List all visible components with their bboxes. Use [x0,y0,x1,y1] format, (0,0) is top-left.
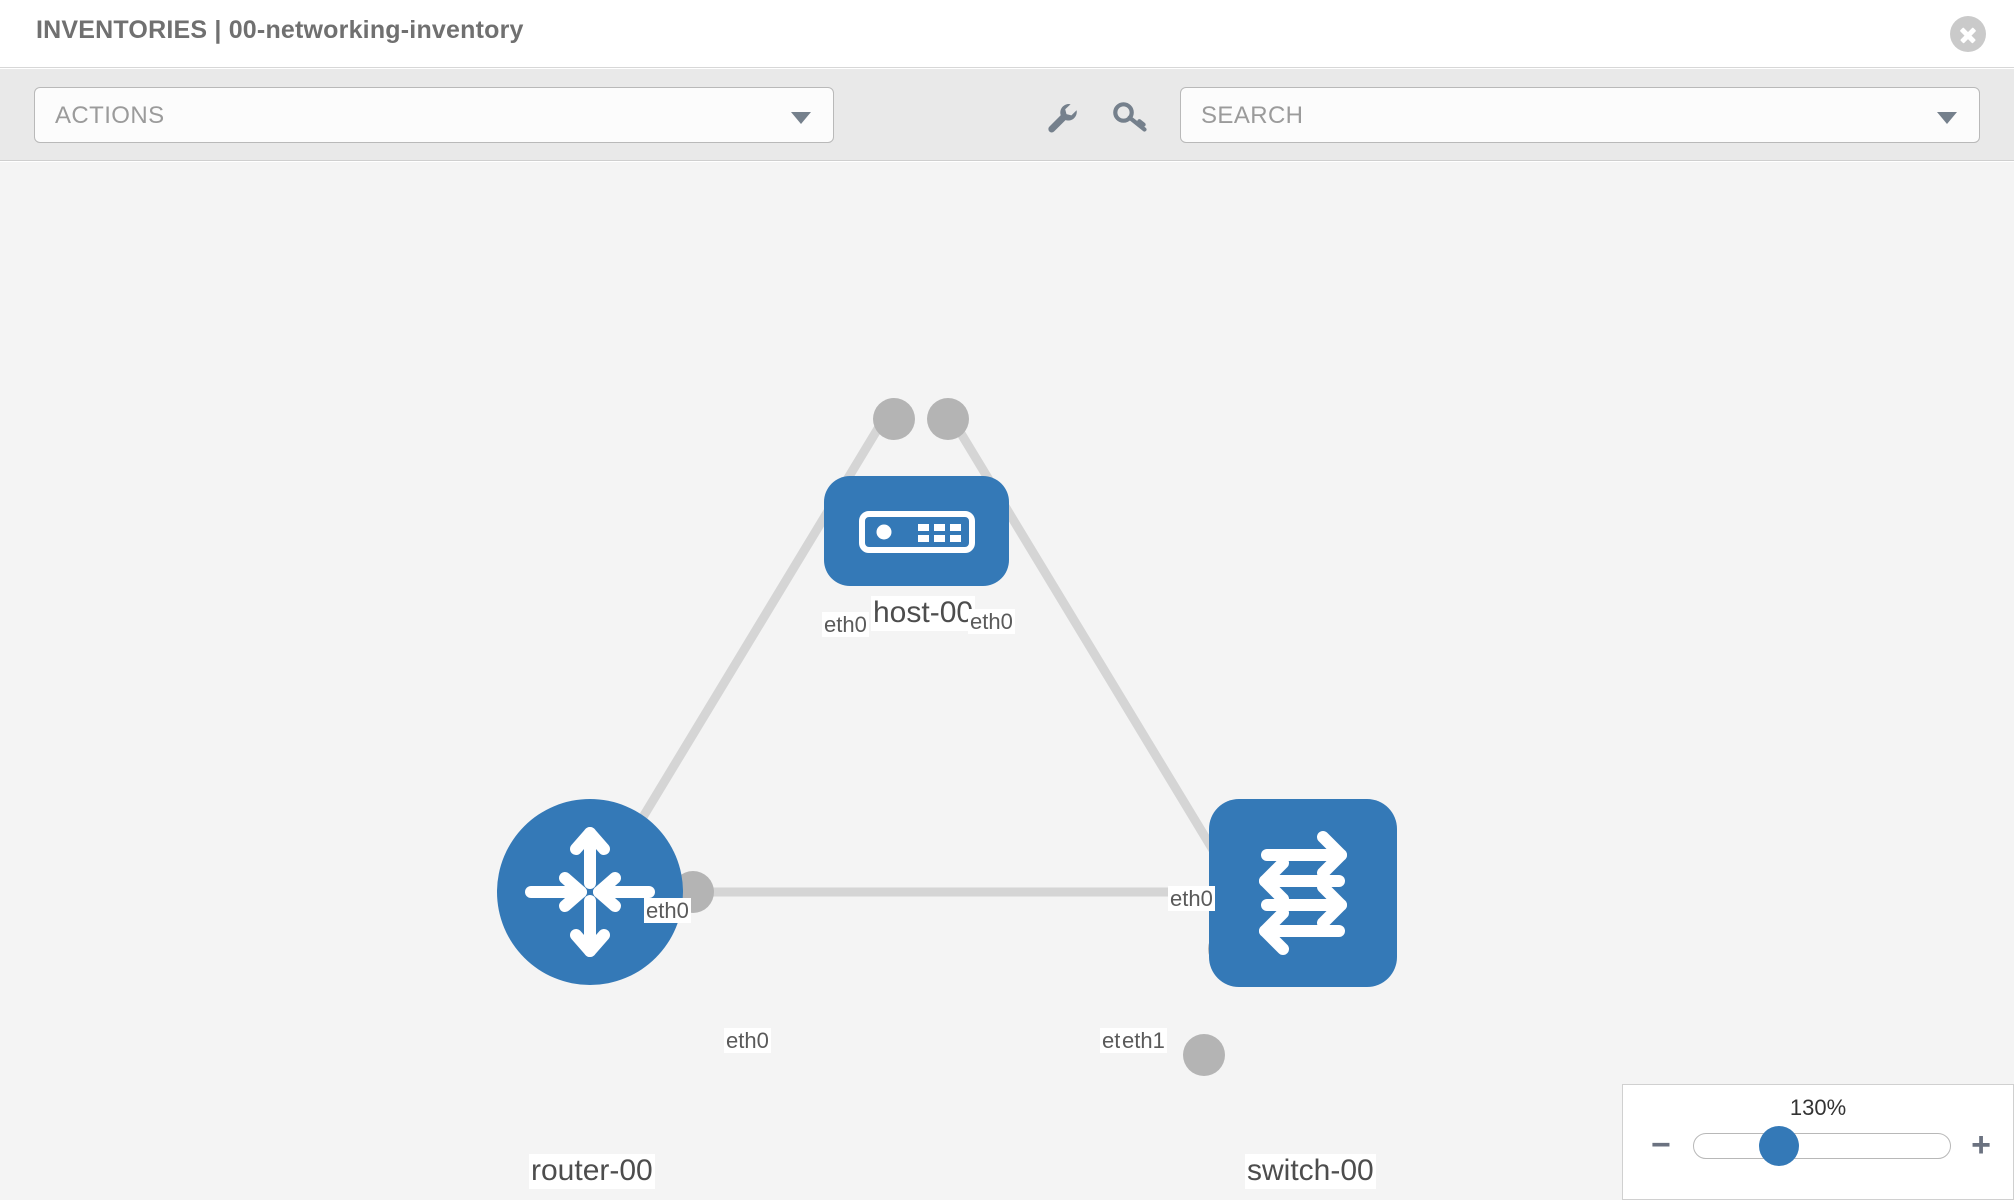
page-title: INVENTORIES | 00-networking-inventory [36,16,524,44]
chevron-down-icon [1937,112,1957,124]
search-input[interactable]: SEARCH [1180,87,1980,143]
zoom-slider-thumb[interactable] [1759,1126,1799,1166]
search-placeholder: SEARCH [1201,102,1304,129]
plus-icon[interactable]: + [1971,1126,1991,1164]
node-host-00[interactable] [824,476,1009,586]
chevron-down-icon [791,112,811,124]
page-header: INVENTORIES | 00-networking-inventory [0,0,2014,68]
iface-label-router-up: eth0 [644,898,691,924]
router-arrows-icon [525,827,655,957]
node-switch-00[interactable] [1209,799,1397,987]
wrench-icon[interactable] [1040,95,1084,139]
switch-arrows-icon [1259,831,1347,955]
close-icon[interactable] [1950,16,1986,52]
topology-links [596,409,1240,897]
zoom-level-value: 130% [1789,1095,1847,1120]
zoom-slider-track[interactable] [1693,1133,1951,1159]
iface-label-switch-left-b: eth1 [1120,1028,1167,1054]
server-icon [859,511,975,553]
toolbar: ACTIONS SEARCH [0,69,2014,161]
iface-label-host-left: eth0 [822,612,869,638]
topology-canvas[interactable]: host-00 router-00 switch-00 eth0 eth0 et… [0,162,2014,1200]
actions-dropdown[interactable]: ACTIONS [34,87,834,143]
node-label-router-00: router-00 [529,1154,655,1189]
port-switch-left[interactable] [1183,1034,1225,1076]
node-label-host-00: host-00 [871,596,976,631]
port-host-left[interactable] [873,398,915,440]
port-host-right[interactable] [927,398,969,440]
iface-label-host-right: eth0 [968,609,1015,635]
iface-label-router-right: eth0 [724,1028,771,1054]
iface-label-switch-up: eth0 [1168,886,1215,912]
zoom-control: 130% − + [1622,1084,2014,1200]
key-icon[interactable] [1108,95,1152,139]
node-label-switch-00: switch-00 [1245,1154,1376,1189]
minus-icon[interactable]: − [1651,1126,1671,1164]
actions-dropdown-label: ACTIONS [55,102,165,129]
node-router-00[interactable] [497,799,683,985]
